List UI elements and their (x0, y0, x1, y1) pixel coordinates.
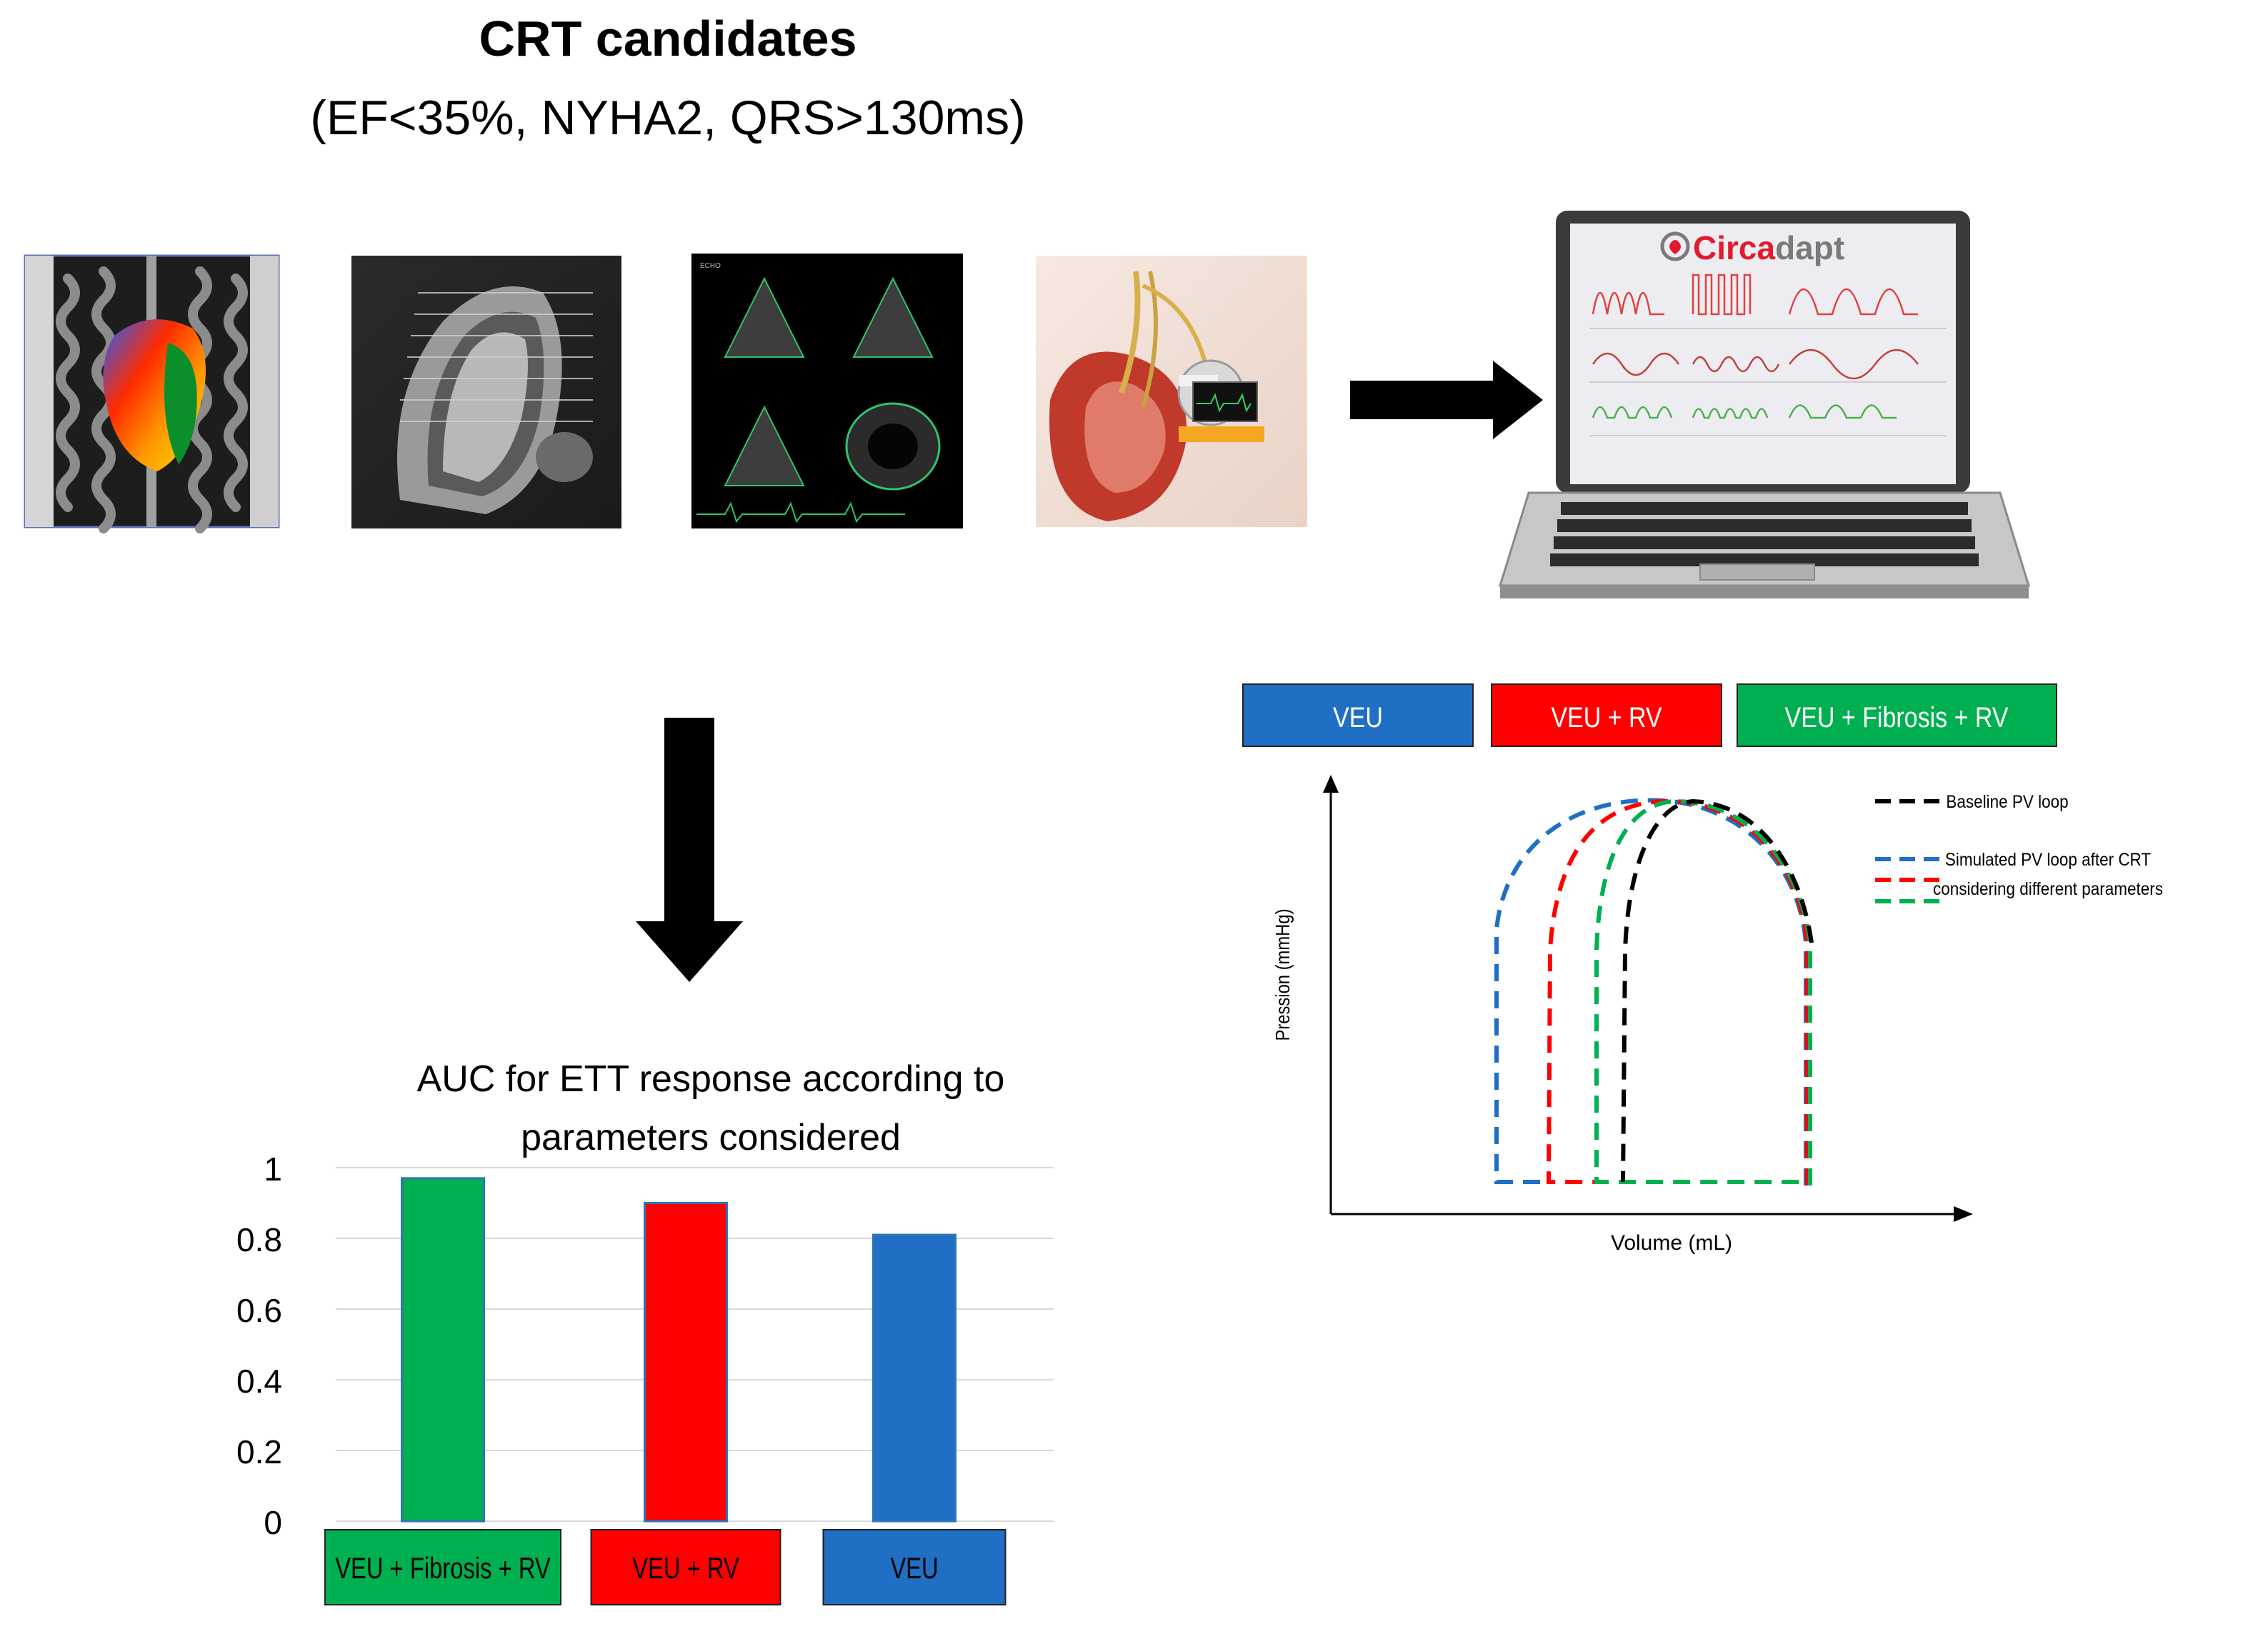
pv-loop-veu-rv (1546, 798, 1809, 1186)
bar (644, 1202, 728, 1523)
y-tick-label: 0.4 (236, 1363, 282, 1400)
pv-loop-veu-fibrosis-rv (1594, 798, 1812, 1186)
y-tick-label: 1 (264, 1151, 282, 1188)
cardiac-mri-image (351, 256, 621, 528)
right-arrow (1350, 361, 1543, 439)
svg-text:VEU + Fibrosis + RV: VEU + Fibrosis + RV (1785, 701, 2009, 733)
category-label: VEU (890, 1551, 938, 1585)
pv-loop-plot: Pression (mmHg) Volume (mL) Baseline PV … (1271, 775, 2163, 1255)
pv-ylabel: Pression (mmHg) (1271, 908, 1294, 1041)
main-title: CRT candidates (479, 11, 857, 66)
bar (401, 1177, 485, 1523)
model-tag-veu-rv: VEU + RV (1491, 683, 1722, 747)
legend-baseline: Baseline PV loop (1946, 792, 2068, 812)
category-label-box (822, 1529, 1006, 1605)
y-tick-label: 0.6 (236, 1292, 282, 1329)
pv-loop-baseline (1621, 798, 1814, 1183)
y-tick-label: 0.2 (236, 1433, 282, 1470)
model-tag-veu: VEU (1242, 683, 1474, 747)
model-tag-veu-fibrosis-rv: VEU + Fibrosis + RV (1737, 683, 2057, 747)
svg-text:VEU: VEU (1333, 701, 1383, 733)
auc-bar-chart: AUC for ETT response according to parame… (236, 1058, 1054, 1605)
pv-xlabel: Volume (mL) (1611, 1231, 1732, 1255)
bar (872, 1233, 956, 1523)
category-label-box (590, 1529, 781, 1605)
legend-simulated-2: considering different parameters (1933, 879, 2163, 899)
logo-suffix: dapt (1775, 229, 1844, 266)
y-tick-label: 0 (264, 1504, 282, 1541)
screen-plots (1592, 274, 1919, 419)
pv-loop-veu (1494, 798, 1808, 1186)
keyboard-keys (1550, 502, 1979, 566)
legend-simulated-1: Simulated PV loop after CRT (1945, 850, 2151, 870)
category-label-box (324, 1529, 561, 1605)
down-arrow (636, 718, 743, 982)
chart-title-line2: parameters considered (521, 1117, 901, 1158)
y-tick-label: 0.8 (236, 1221, 282, 1258)
logo-prefix: Circ (1693, 229, 1757, 266)
laptop-simulator: Circadapt (1498, 211, 2031, 598)
svg-text:Circadapt: Circadapt (1693, 229, 1844, 266)
svg-text:VEU + RV: VEU + RV (1551, 701, 1662, 733)
crt-device-illustration (1036, 256, 1307, 527)
ecg-vest-image (24, 254, 280, 533)
chart-title-line1: AUC for ETT response according to (417, 1058, 1005, 1100)
main-subtitle: (EF<35%, NYHA2, QRS>130ms) (310, 91, 1025, 145)
svg-text:ECHO: ECHO (700, 262, 721, 270)
logo-accent: a (1757, 229, 1775, 266)
echocardiography-image: ECHO (691, 254, 963, 528)
circadapt-logo-icon (1660, 231, 1690, 261)
category-label: VEU + RV (632, 1551, 739, 1585)
category-label: VEU + Fibrosis + RV (335, 1551, 551, 1585)
